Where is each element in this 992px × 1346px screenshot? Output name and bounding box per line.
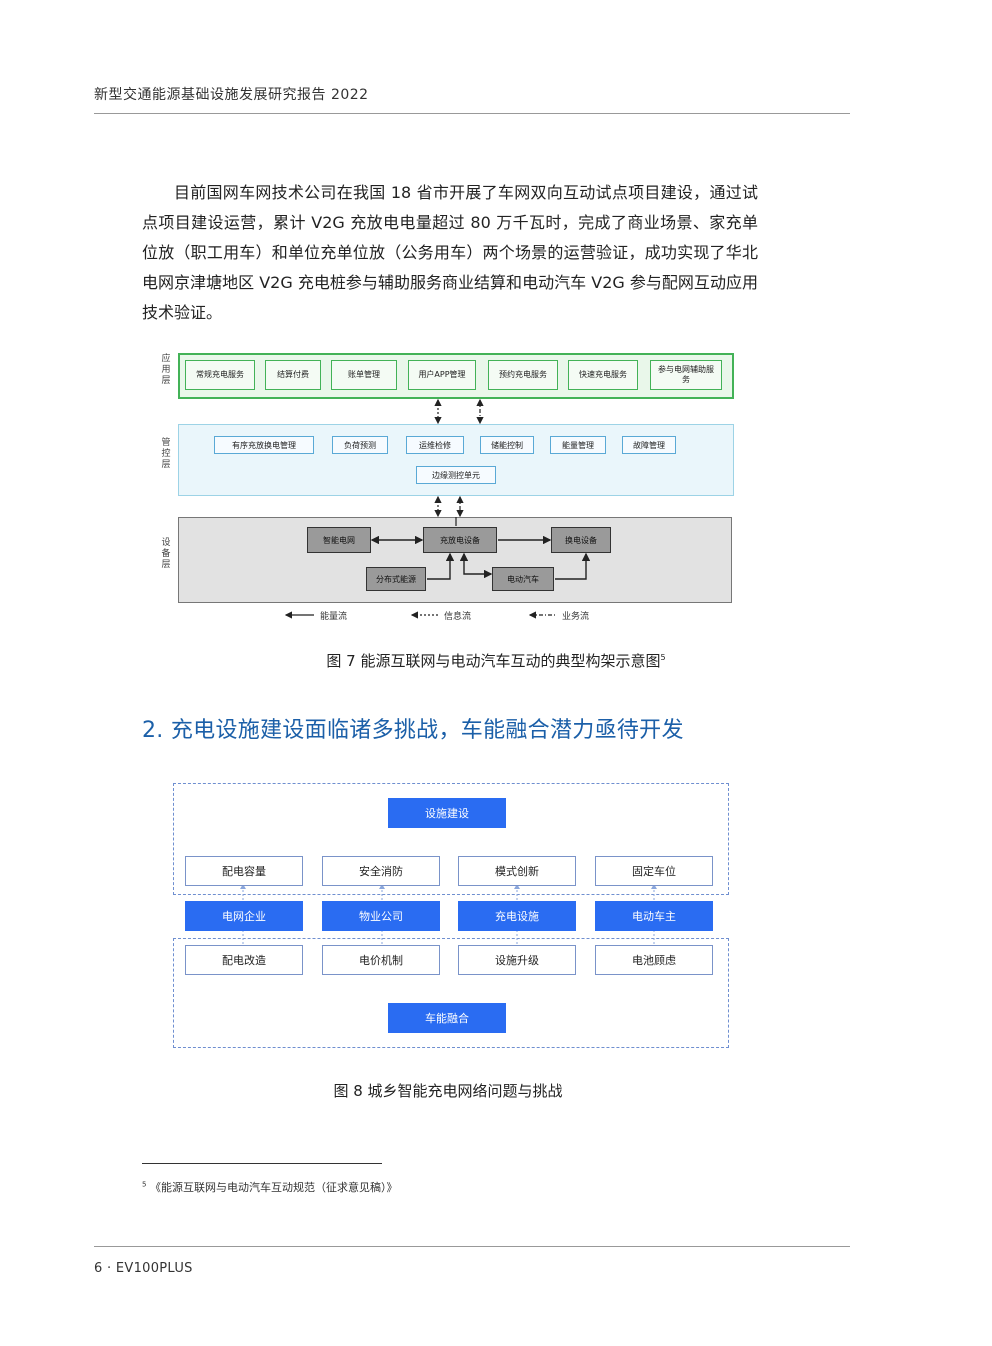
challenge-box: 安全消防 xyxy=(322,856,440,886)
figure-7-caption-text: 图 7 能源互联网与电动汽车互动的典型构架示意图 xyxy=(326,652,661,670)
legend-business-flow: 业务流 xyxy=(562,612,590,622)
control-box: 负荷预测 xyxy=(332,436,388,454)
stakeholder-box: 物业公司 xyxy=(322,901,440,931)
stakeholder-box: 充电设施 xyxy=(458,901,576,931)
distributed-energy-box: 分布式能源 xyxy=(366,567,426,591)
top-dashed-group xyxy=(173,783,729,895)
charger-box: 充放电设备 xyxy=(423,527,497,553)
solution-box: 设施升级 xyxy=(458,945,576,975)
edge-control-unit-box: 边缘测控单元 xyxy=(416,466,496,484)
app-box: 结算付费 xyxy=(265,360,321,390)
device-layer-label: 设备层 xyxy=(161,538,171,570)
footnote-divider xyxy=(142,1163,382,1164)
challenge-box: 配电容量 xyxy=(185,856,303,886)
page-footer: 6 · EV100PLUS xyxy=(94,1261,193,1276)
solution-box: 电池顾虑 xyxy=(595,945,713,975)
solution-box: 电价机制 xyxy=(322,945,440,975)
footnote-ref[interactable]: 5 xyxy=(660,653,666,662)
app-box: 常规充电服务 xyxy=(185,360,255,390)
application-layer-label: 应用层 xyxy=(161,354,171,386)
footnote-text: 《能源互联网与电动汽车互动规范（征求意见稿）》 xyxy=(149,1181,398,1194)
battery-swap-box: 换电设备 xyxy=(551,527,611,553)
section-heading: 2. 充电设施建设面临诸多挑战，车能融合潜力亟待开发 xyxy=(142,718,684,743)
challenge-box: 模式创新 xyxy=(458,856,576,886)
control-box: 有序充放换电管理 xyxy=(214,436,314,454)
stakeholder-box: 电网企业 xyxy=(185,901,303,931)
app-box: 用户APP管理 xyxy=(408,360,476,390)
control-box: 故障管理 xyxy=(622,436,676,454)
bottom-dashed-group xyxy=(173,938,729,1048)
legend-energy-flow: 能量流 xyxy=(320,612,348,622)
app-box: 快速充电服务 xyxy=(568,360,638,390)
body-paragraph: 目前国网车网技术公司在我国 18 省市开展了车网双向互动试点项目建设，通过试点项… xyxy=(142,183,758,322)
solution-box: 配电改造 xyxy=(185,945,303,975)
header-divider xyxy=(94,113,850,114)
app-box: 预约充电服务 xyxy=(488,360,558,390)
running-header: 新型交通能源基础设施发展研究报告 2022 xyxy=(94,87,369,103)
ev-box: 电动汽车 xyxy=(492,567,554,591)
footnote: 5 《能源互联网与电动汽车互动规范（征求意见稿）》 xyxy=(142,1179,397,1195)
app-box: 账单管理 xyxy=(331,360,397,390)
control-box: 能量管理 xyxy=(550,436,606,454)
control-layer-label: 管控层 xyxy=(161,438,171,470)
vehicle-energy-integration-box: 车能融合 xyxy=(388,1003,506,1033)
challenge-box: 固定车位 xyxy=(595,856,713,886)
figure-7-connectors xyxy=(284,398,591,619)
control-box: 运维检修 xyxy=(406,436,464,454)
figure-7-architecture-diagram: 应用层 管控层 设备层 常规充电服务 结算付费 账单管理 用户APP管理 预约充… xyxy=(154,350,738,630)
legend-info-flow: 信息流 xyxy=(444,612,472,622)
figure-8-caption: 图 8 城乡智能充电网络问题与挑战 xyxy=(333,1082,563,1100)
footnote-number: 5 xyxy=(142,1180,147,1189)
footer-divider xyxy=(94,1246,850,1247)
facility-construction-box: 设施建设 xyxy=(388,798,506,828)
app-box: 参与电网辅助服务 xyxy=(650,360,722,390)
smart-grid-box: 智能电网 xyxy=(307,527,371,553)
figure-7-caption: 图 7 能源互联网与电动汽车互动的典型构架示意图5 xyxy=(0,650,992,671)
figure-8-challenges-diagram: 设施建设 配电容量 安全消防 模式创新 固定车位 电网企业 物业公司 充电设施 … xyxy=(172,782,730,1050)
control-box: 储能控制 xyxy=(480,436,534,454)
stakeholder-box: 电动车主 xyxy=(595,901,713,931)
